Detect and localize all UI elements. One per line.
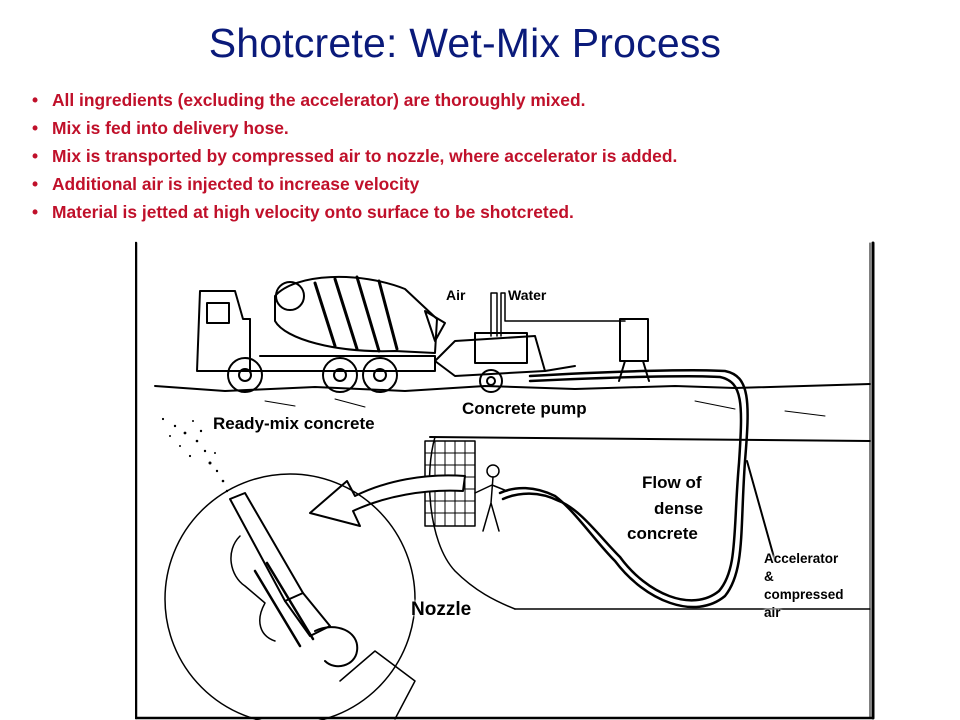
bullet-item: • All ingredients (excluding the accelera… (30, 86, 677, 114)
delivery-hose (498, 368, 776, 609)
bullet-text: Mix is fed into delivery hose. (52, 118, 289, 138)
bullet-item: • Additional air is injected to increase … (30, 170, 677, 198)
nozzle-inset (164, 473, 416, 720)
process-illustration: Air Water Ready-mix concrete Concrete pu… (135, 241, 875, 720)
flow-label-line2: dense (654, 499, 704, 518)
bullet-text: Additional air is injected to increase v… (52, 174, 420, 194)
bullet-list: • All ingredients (excluding the accelera… (30, 86, 677, 226)
bullet-dot: • (32, 174, 39, 194)
bullet-item: • Mix is fed into delivery hose. (30, 114, 677, 142)
accelerator-label-line4: air (764, 605, 781, 620)
spray-particles (161, 417, 229, 493)
nozzleman-figure (474, 464, 508, 532)
accelerator-label-line3: compressed (764, 587, 844, 602)
bullet-text: Mix is transported by compressed air to … (52, 146, 678, 166)
water-tank (619, 318, 649, 362)
bullet-text: All ingredients (excluding the accelerat… (52, 90, 586, 110)
bullet-dot: • (32, 118, 39, 138)
bullet-dot: • (32, 146, 39, 166)
ready-mix-truck (196, 275, 446, 393)
slide-title: Shotcrete: Wet-Mix Process (208, 20, 722, 66)
bullet-item: • Mix is transported by compressed air to… (30, 142, 677, 170)
flow-label-line3: concrete (627, 524, 698, 543)
air-pipe (490, 292, 498, 337)
nozzle-label: Nozzle (411, 599, 472, 620)
concrete-pump-label: Concrete pump (462, 399, 587, 418)
ready-mix-label: Ready-mix concrete (213, 414, 375, 433)
bullet-dot: • (32, 202, 39, 222)
accelerator-line (746, 460, 776, 562)
air-label: Air (446, 287, 466, 303)
accelerator-label-line2: & (764, 569, 774, 584)
bullet-item: • Material is jetted at high velocity ont… (30, 198, 677, 226)
water-pipe (500, 292, 626, 337)
bullet-text: Material is jetted at high velocity onto… (52, 202, 574, 222)
line-drawing (135, 241, 875, 720)
accelerator-label-line1: Accelerator (764, 551, 839, 566)
water-label: Water (508, 287, 547, 303)
bullet-dot: • (32, 90, 39, 110)
flow-label-line1: Flow of (642, 473, 702, 492)
